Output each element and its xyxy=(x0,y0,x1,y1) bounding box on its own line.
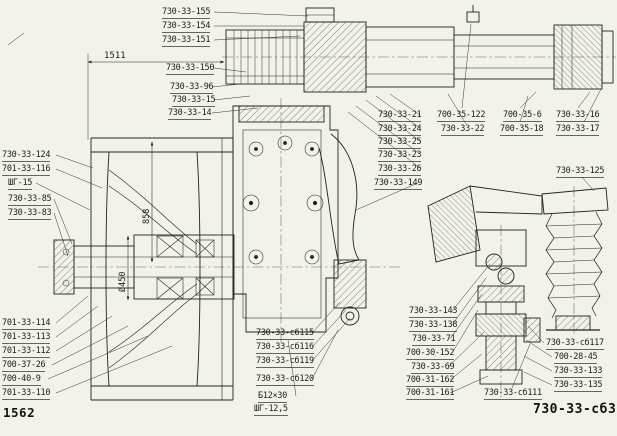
assembly-title: 730-33-сб3 xyxy=(533,402,617,417)
leader-lines xyxy=(7,11,602,397)
part-label: 700-35-122 xyxy=(437,110,486,122)
part-label: 730-33-21 xyxy=(378,110,422,122)
part-label: 701-33-112 xyxy=(2,346,51,358)
centerlines xyxy=(38,56,616,398)
part-label: 730-33-149 xyxy=(374,178,423,190)
part-label: 701-33-114 xyxy=(2,318,51,330)
part-label: 730-33-сб119 xyxy=(256,356,314,368)
part-label: ШГ-15 xyxy=(8,178,33,190)
part-label: ШГ-12,5 xyxy=(254,404,288,416)
part-label: 730-33-71 xyxy=(412,334,456,346)
dimension-hub: Ø450 xyxy=(117,272,128,292)
part-label: 730-33-154 xyxy=(162,21,211,33)
part-label: 700-31-161 xyxy=(406,388,455,400)
part-label: 730-33-83 xyxy=(8,208,52,220)
part-label: 730-33-151 xyxy=(162,35,211,47)
part-label: 730-33-сб120 xyxy=(256,374,314,386)
part-label: 700-37-26 xyxy=(2,360,46,372)
part-label: 730-33-155 xyxy=(162,7,211,19)
part-label: 730-33-85 xyxy=(8,194,52,206)
part-label: 730-33-сб111 xyxy=(484,388,542,400)
part-label: 730-33-сб117 xyxy=(546,338,604,350)
part-label: 730-33-125 xyxy=(556,166,605,178)
part-label: 730-33-15 xyxy=(172,95,216,107)
part-label: 730-33-143 xyxy=(409,306,458,318)
part-label: 700-28-45 xyxy=(554,352,598,364)
assembly-linework xyxy=(53,5,614,401)
part-label: 730-33-69 xyxy=(411,362,455,374)
part-label: 700-30-152 xyxy=(406,348,455,360)
part-label: 730-33-96 xyxy=(170,82,214,94)
part-label: 730-33-133 xyxy=(554,366,603,378)
part-label: 730-33-14 xyxy=(168,108,212,120)
part-label: 701-33-116 xyxy=(2,164,51,176)
part-label: 730-33-135 xyxy=(554,380,603,392)
part-label: 730-33-26 xyxy=(378,164,422,176)
part-label: 730-33-сб115 xyxy=(256,328,314,340)
part-label: 730-33-24 xyxy=(378,124,422,136)
part-label: 700-35-6 xyxy=(503,110,542,122)
sheet-number: 1562 xyxy=(3,405,36,420)
dimension-flange: 858 xyxy=(142,209,152,224)
dimension-lines xyxy=(87,54,225,301)
part-label: 730-33-138 xyxy=(409,320,458,332)
part-label: 730-33-сб116 xyxy=(256,342,314,354)
part-label: 700-35-18 xyxy=(500,124,544,136)
dimension-top: 1511 xyxy=(104,51,126,61)
part-label: 730-33-25 xyxy=(378,137,422,149)
part-label: 730-33-22 xyxy=(441,124,485,136)
part-label: 700-31-162 xyxy=(406,375,455,387)
part-label: 730-33-23 xyxy=(378,150,422,162)
part-label: 700-40-9 xyxy=(2,374,41,386)
part-label: 701-33-113 xyxy=(2,332,51,344)
part-label: 730-33-150 xyxy=(166,63,215,75)
part-label: Б12×30 xyxy=(258,391,287,403)
part-label: 730-33-17 xyxy=(556,124,600,136)
part-label: 701-33-110 xyxy=(2,388,51,400)
part-label: 730-33-16 xyxy=(556,110,600,122)
part-label: 730-33-124 xyxy=(2,150,51,162)
